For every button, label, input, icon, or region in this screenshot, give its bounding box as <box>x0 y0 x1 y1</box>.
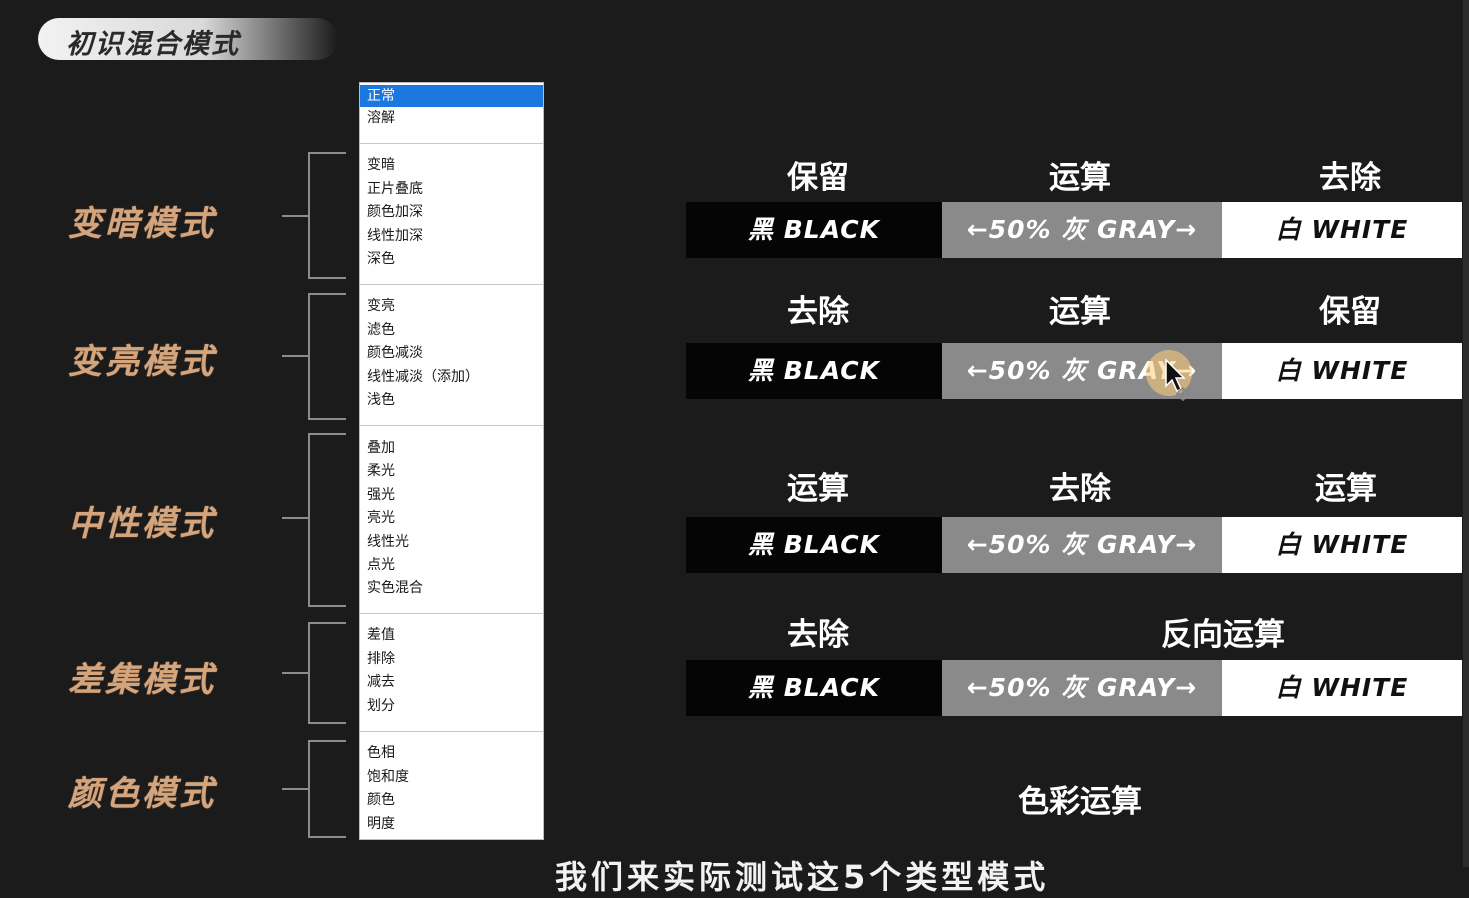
row4-black-label: 去除 <box>787 617 849 653</box>
blend-mode-item[interactable]: 明度 <box>367 816 395 832</box>
row1-white-label: 去除 <box>1319 160 1381 196</box>
blend-mode-item[interactable]: 线性加深 <box>367 228 423 244</box>
row2-gray-label: 运算 <box>1049 294 1111 330</box>
tone-bar-1: 黑 BLACK ←50% 灰 GRAY→ 白 WHITE <box>686 202 1462 258</box>
blend-mode-item[interactable]: 柔光 <box>367 463 395 479</box>
blend-mode-item[interactable]: 饱和度 <box>367 769 409 785</box>
blend-mode-item[interactable]: 划分 <box>367 698 395 714</box>
blend-mode-item[interactable]: 色相 <box>367 745 395 761</box>
white-segment: 白 WHITE <box>1222 517 1462 573</box>
white-segment: 白 WHITE <box>1222 660 1462 716</box>
row1-black-label: 保留 <box>787 160 849 196</box>
row3-gray-label: 去除 <box>1049 471 1111 507</box>
row3-white-label: 运算 <box>1315 471 1377 507</box>
blend-mode-item[interactable]: 线性光 <box>367 534 409 550</box>
blend-mode-item[interactable]: 差值 <box>367 627 395 643</box>
cursor-arrow-icon <box>1165 358 1190 401</box>
bracket-darken <box>308 152 346 279</box>
group-label-darken: 变暗模式 <box>68 204 216 244</box>
blend-mode-item[interactable]: 溶解 <box>367 110 395 126</box>
blend-mode-item[interactable]: 变暗 <box>367 157 395 173</box>
group-label-component: 颜色模式 <box>68 774 216 814</box>
bracket-inversion <box>308 622 346 724</box>
blend-mode-item[interactable]: 正常 <box>360 85 543 107</box>
blend-mode-item[interactable]: 减去 <box>367 674 395 690</box>
color-operation-label: 色彩运算 <box>1018 784 1142 820</box>
black-segment: 黑 BLACK <box>686 660 942 716</box>
blend-mode-list[interactable]: 正常 溶解 变暗 正片叠底 颜色加深 线性加深 深色 变亮 滤色 颜色减淡 线性… <box>359 82 544 840</box>
black-segment: 黑 BLACK <box>686 517 942 573</box>
blend-mode-item[interactable]: 线性减淡（添加） <box>367 369 479 385</box>
bracket-contrast <box>308 433 346 607</box>
bracket-tick-component <box>282 788 308 790</box>
group-label-contrast: 中性模式 <box>68 504 216 544</box>
page-title: 初识混合模式 <box>66 29 240 60</box>
list-divider <box>360 425 543 426</box>
blend-mode-item[interactable]: 叠加 <box>367 440 395 456</box>
white-segment: 白 WHITE <box>1222 202 1462 258</box>
row4-reverse-label: 反向运算 <box>1161 617 1285 653</box>
row2-black-label: 去除 <box>787 294 849 330</box>
blend-mode-item[interactable]: 实色混合 <box>367 580 423 596</box>
blend-mode-item[interactable]: 亮光 <box>367 510 395 526</box>
bracket-tick-contrast <box>282 517 308 519</box>
gray-segment: ←50% 灰 GRAY→ <box>942 202 1222 258</box>
bracket-component <box>308 740 346 838</box>
white-segment: 白 WHITE <box>1222 343 1462 399</box>
blend-mode-item[interactable]: 颜色 <box>367 792 395 808</box>
blend-mode-item[interactable]: 排除 <box>367 651 395 667</box>
list-divider <box>360 143 543 144</box>
black-segment: 黑 BLACK <box>686 202 942 258</box>
blend-mode-item[interactable]: 颜色减淡 <box>367 345 423 361</box>
blend-mode-item[interactable]: 深色 <box>367 251 395 267</box>
list-divider <box>360 284 543 285</box>
right-edge-strip <box>1463 0 1469 867</box>
video-subtitle: 我们来实际测试这5个类型模式 <box>555 858 1050 896</box>
blend-mode-item[interactable]: 变亮 <box>367 298 395 314</box>
blend-mode-item[interactable]: 正片叠底 <box>367 181 423 197</box>
list-divider <box>360 731 543 732</box>
list-divider <box>360 613 543 614</box>
tone-bar-3: 黑 BLACK ←50% 灰 GRAY→ 白 WHITE <box>686 517 1462 573</box>
blend-mode-item[interactable]: 滤色 <box>367 322 395 338</box>
group-label-lighten: 变亮模式 <box>68 342 216 382</box>
black-segment: 黑 BLACK <box>686 343 942 399</box>
blend-mode-item[interactable]: 颜色加深 <box>367 204 423 220</box>
group-label-inversion: 差集模式 <box>68 660 216 700</box>
tone-bar-2: 黑 BLACK ←50% 灰 GRAY→ 白 WHITE <box>686 343 1462 399</box>
row3-black-label: 运算 <box>787 471 849 507</box>
title-pill <box>38 18 338 60</box>
blend-mode-item[interactable]: 浅色 <box>367 392 395 408</box>
bracket-tick-lighten <box>282 355 308 357</box>
blend-mode-item[interactable]: 强光 <box>367 487 395 503</box>
row1-gray-label: 运算 <box>1049 160 1111 196</box>
gray-segment: ←50% 灰 GRAY→ <box>942 517 1222 573</box>
bracket-lighten <box>308 293 346 420</box>
bracket-tick-inversion <box>282 672 308 674</box>
gray-segment: ←50% 灰 GRAY→ <box>942 660 1222 716</box>
tone-bar-4: 黑 BLACK ←50% 灰 GRAY→ 白 WHITE <box>686 660 1462 716</box>
row2-white-label: 保留 <box>1319 294 1381 330</box>
bracket-tick-darken <box>282 215 308 217</box>
blend-mode-item[interactable]: 点光 <box>367 557 395 573</box>
